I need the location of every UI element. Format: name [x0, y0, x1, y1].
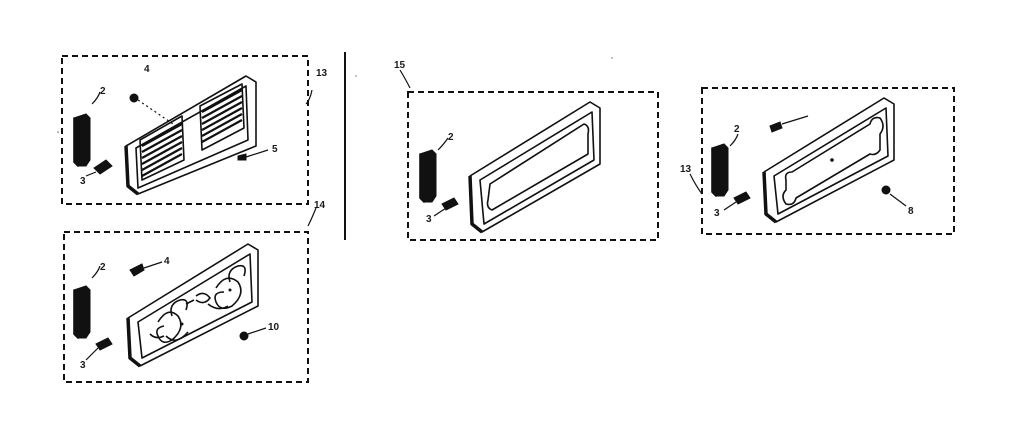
- label-b-part-2: 2: [100, 262, 106, 273]
- label-a-part-5: 5: [272, 144, 278, 155]
- floral-ornament: [149, 264, 246, 344]
- screw-4-part-a: [129, 93, 177, 127]
- kit-d-dashed-box: [701, 87, 955, 235]
- label-a-part-3: 3: [80, 176, 86, 187]
- kit-c-dashed-box: [407, 91, 659, 241]
- label-kit-b: 14: [314, 200, 326, 211]
- label-kit-a: 13: [316, 68, 328, 79]
- label-c-part-2: 2: [448, 132, 454, 143]
- right-vent-slots: [201, 89, 243, 143]
- handle-part-a: [73, 113, 91, 167]
- handle-part-d: [711, 143, 729, 197]
- label-d-part-3: 3: [714, 208, 720, 219]
- screw-5-part-a: [237, 149, 269, 161]
- vented-panel: [124, 75, 257, 196]
- screw-part-d: [723, 191, 751, 211]
- ornate-panel: [762, 97, 895, 224]
- label-d-part-2: 2: [734, 124, 740, 135]
- kit-b-dashed-box: [63, 231, 309, 383]
- label-b-part-4: 4: [164, 256, 170, 267]
- label-kit-d: 13: [680, 164, 692, 175]
- kit-d-group: 13 2 3 8: [680, 87, 955, 235]
- screw-part-c: [433, 197, 459, 217]
- label-c-part-3: 3: [426, 214, 432, 225]
- label-b-part-3: 3: [80, 360, 86, 371]
- kit-a-group: 13 2 3 4 5: [61, 55, 328, 205]
- label-b-part-10: 10: [268, 322, 280, 333]
- handle-part-c: [419, 149, 437, 203]
- label-a-part-2: 2: [100, 86, 106, 97]
- screw-4-part-b: [129, 261, 163, 277]
- framed-panel: [468, 101, 601, 234]
- screw-10-part-b: [239, 327, 267, 341]
- label-a-part-4: 4: [144, 64, 150, 75]
- label-d-part-8: 8: [908, 206, 914, 217]
- decorative-panel: [126, 243, 259, 368]
- screw-part-a: [85, 159, 113, 177]
- screw-top-part-d: [769, 115, 809, 133]
- kit-b-group: 14 2 3 4 10: [63, 200, 326, 383]
- screw-8-part-d: [881, 185, 907, 207]
- kit-a-dashed-box: [61, 55, 309, 205]
- scan-specks: [57, 57, 613, 133]
- left-vent-slots: [141, 123, 183, 177]
- screw-part-b: [85, 337, 113, 361]
- label-kit-c: 15: [394, 60, 406, 71]
- kit-c-group: 15 2 3: [394, 60, 659, 241]
- handle-part-b: [73, 285, 91, 339]
